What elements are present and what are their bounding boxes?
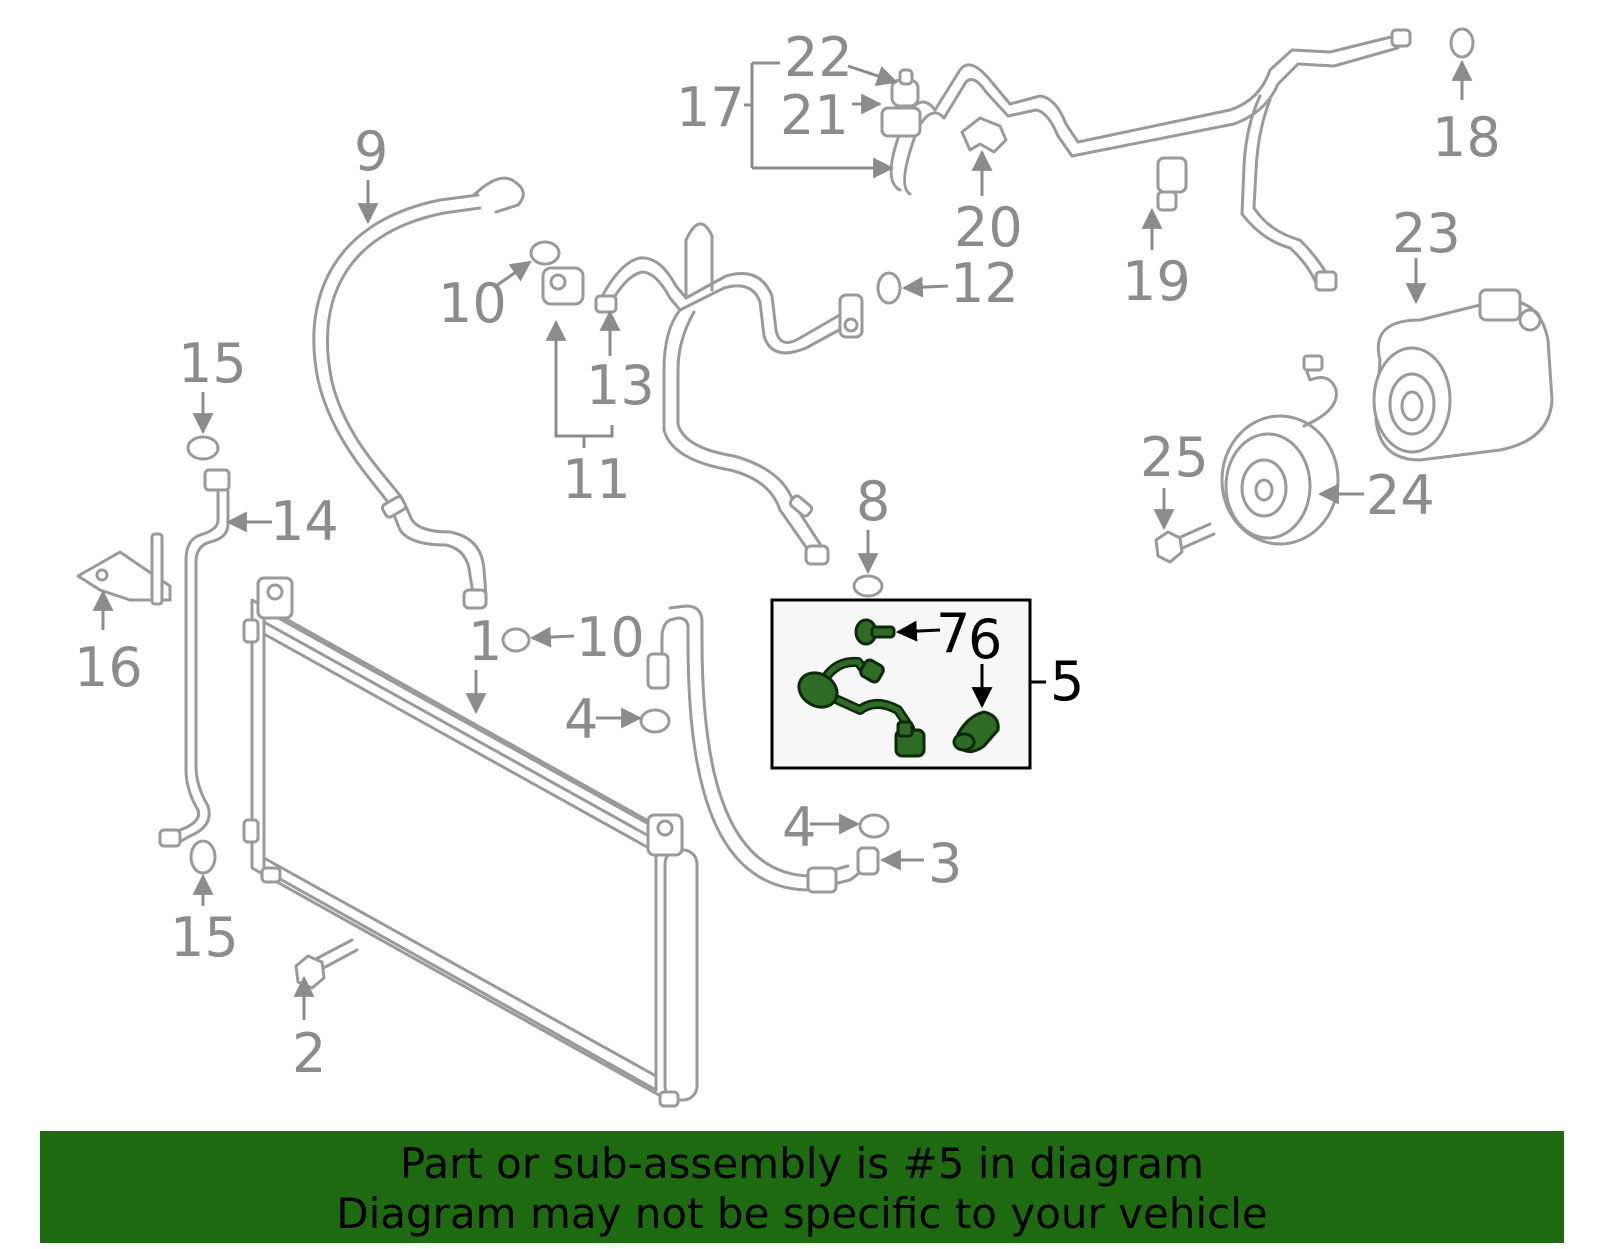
- callout-11: 11: [562, 448, 631, 511]
- pressure-switch-part-22[interactable]: [890, 68, 920, 108]
- compressor-part-23[interactable]: [1372, 288, 1554, 462]
- callout-7: 7: [936, 602, 970, 665]
- discharge-hose-part-9[interactable]: [312, 176, 525, 610]
- callout-4-lower: 4: [782, 796, 816, 859]
- callout-10-upper: 10: [438, 272, 507, 335]
- callout-24: 24: [1366, 464, 1435, 527]
- callout-3: 3: [928, 832, 962, 895]
- hose-assembly-part-5[interactable]: [793, 656, 926, 758]
- banner-line-2: Diagram may not be specific to your vehi…: [336, 1189, 1268, 1238]
- callout-labels: 1 2 3 4 4 5 6 7 8 9 10 10 11 12 13 14 15…: [74, 26, 1501, 1085]
- callout-23: 23: [1392, 202, 1461, 265]
- callout-18: 18: [1432, 106, 1501, 169]
- valve-part-6[interactable]: [952, 710, 1000, 753]
- condenser-part[interactable]: [242, 576, 699, 1108]
- liquid-hose-part-3[interactable]: [646, 604, 880, 894]
- callout-5: 5: [1050, 650, 1084, 713]
- callout-10-lower: 10: [576, 606, 645, 669]
- suction-pipe-part-11[interactable]: [541, 222, 864, 566]
- o-ring-part-10-lower[interactable]: [501, 627, 531, 653]
- callout-6: 6: [968, 608, 1002, 671]
- o-ring-part-4-upper[interactable]: [639, 708, 671, 734]
- callout-16: 16: [74, 636, 143, 699]
- callout-25: 25: [1140, 426, 1209, 489]
- magnetic-clutch-part-24[interactable]: [1220, 354, 1340, 546]
- callout-15-lower: 15: [170, 906, 239, 969]
- callout-17: 17: [676, 76, 745, 139]
- callout-12: 12: [950, 252, 1019, 315]
- callout-20: 20: [954, 196, 1023, 259]
- callout-9: 9: [354, 120, 388, 183]
- o-ring-part-8[interactable]: [852, 574, 884, 598]
- o-ring-part-12[interactable]: [876, 271, 902, 305]
- valve-part-21[interactable]: [880, 106, 922, 138]
- callout-1: 1: [468, 610, 502, 673]
- bolt-part-7[interactable]: [854, 618, 896, 646]
- banner-line-1: Part or sub-assembly is #5 in diagram: [399, 1139, 1205, 1188]
- clip-part-20[interactable]: [960, 116, 1008, 154]
- leader-lines: [92, 59, 1473, 1020]
- o-ring-part-10-upper[interactable]: [529, 240, 561, 266]
- callout-2: 2: [292, 1022, 326, 1085]
- o-ring-part-4-lower[interactable]: [858, 813, 890, 839]
- sensor-part-19[interactable]: [1156, 156, 1188, 212]
- callout-13: 13: [586, 354, 655, 417]
- callout-4-upper: 4: [564, 688, 598, 751]
- liquid-pipe-part-14[interactable]: [158, 468, 231, 848]
- callout-8: 8: [856, 470, 890, 533]
- callout-22: 22: [784, 26, 853, 89]
- info-banner: Part or sub-assembly is #5 in diagram Di…: [40, 1131, 1564, 1243]
- bracket-part-16[interactable]: [76, 532, 172, 606]
- callout-15-upper: 15: [178, 332, 247, 395]
- o-ring-part-15-upper[interactable]: [186, 435, 220, 461]
- callout-19: 19: [1122, 250, 1191, 313]
- o-ring-part-15-lower[interactable]: [189, 839, 217, 875]
- callout-14: 14: [270, 490, 339, 553]
- o-ring-part-18[interactable]: [1449, 27, 1475, 59]
- bolt-part-25[interactable]: [1154, 522, 1216, 564]
- callout-21: 21: [780, 84, 849, 147]
